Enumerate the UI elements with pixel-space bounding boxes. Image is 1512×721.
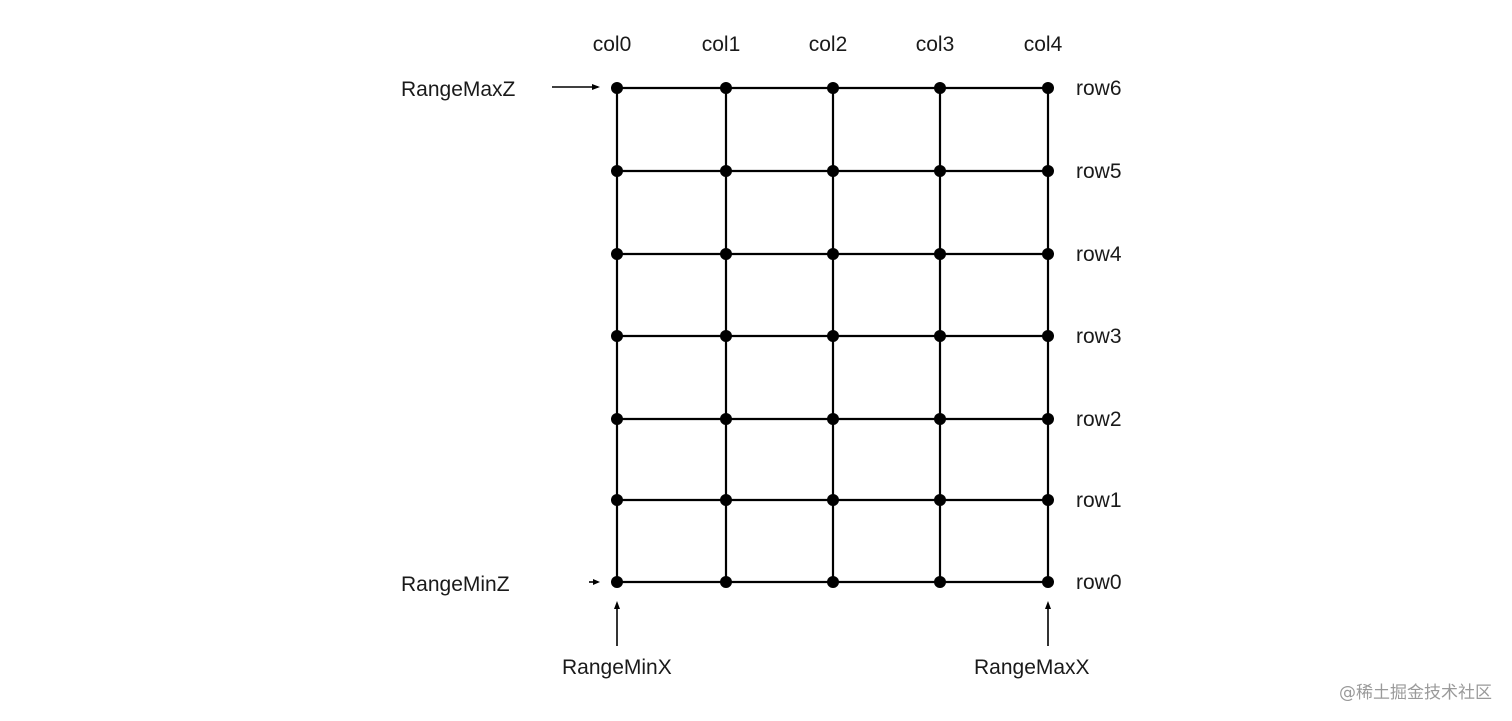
- grid-node-col1-row3: [720, 330, 732, 342]
- range-max-z-arrowhead: [592, 84, 600, 90]
- grid-node-col4-row0: [1042, 576, 1054, 588]
- grid-node-col2-row1: [827, 494, 839, 506]
- grid-node-col0-row0: [611, 576, 623, 588]
- grid-node-col2-row6: [827, 82, 839, 94]
- grid-node-col4-row2: [1042, 413, 1054, 425]
- grid-node-col1-row5: [720, 165, 732, 177]
- grid-node-col0-row5: [611, 165, 623, 177]
- grid-node-col4-row3: [1042, 330, 1054, 342]
- grid-node-col0-row4: [611, 248, 623, 260]
- grid-node-col1-row4: [720, 248, 732, 260]
- range-min-x-arrowhead: [614, 601, 620, 609]
- grid-node-col3-row0: [934, 576, 946, 588]
- grid-node-col1-row6: [720, 82, 732, 94]
- grid-node-col4-row4: [1042, 248, 1054, 260]
- column-labels: col0 col1 col2 col3 col4: [593, 33, 1063, 56]
- watermark-text: @稀土掘金技术社区: [1339, 683, 1492, 703]
- grid-node-col0-row3: [611, 330, 623, 342]
- grid-node-col2-row3: [827, 330, 839, 342]
- range-min-x-label: RangeMinX: [562, 656, 672, 679]
- grid-node-col4-row1: [1042, 494, 1054, 506]
- grid-node-col0-row2: [611, 413, 623, 425]
- column-label-col1: col1: [702, 33, 741, 56]
- grid-node-col3-row2: [934, 413, 946, 425]
- column-label-col2: col2: [809, 33, 848, 56]
- grid-node-col3-row1: [934, 494, 946, 506]
- grid-node-col2-row4: [827, 248, 839, 260]
- column-label-col3: col3: [916, 33, 955, 56]
- row-label-row2: row2: [1076, 408, 1122, 431]
- row-label-row6: row6: [1076, 77, 1122, 100]
- grid-node-col3-row5: [934, 165, 946, 177]
- row-label-row1: row1: [1076, 489, 1122, 512]
- grid-node-col4-row5: [1042, 165, 1054, 177]
- grid-node-col3-row3: [934, 330, 946, 342]
- row-label-row3: row3: [1076, 325, 1122, 348]
- grid-node-col2-row5: [827, 165, 839, 177]
- row-labels: row6 row5 row4 row3 row2 row1 row0: [1076, 77, 1122, 594]
- grid-node-col4-row6: [1042, 82, 1054, 94]
- row-label-row4: row4: [1076, 243, 1122, 266]
- grid-node-col3-row4: [934, 248, 946, 260]
- grid-node-col3-row6: [934, 82, 946, 94]
- grid-node-col2-row0: [827, 576, 839, 588]
- row-label-row5: row5: [1076, 160, 1122, 183]
- range-max-x-label: RangeMaxX: [974, 656, 1090, 679]
- grid-node-col0-row6: [611, 82, 623, 94]
- row-label-row0: row0: [1076, 571, 1122, 594]
- range-max-x-arrowhead: [1045, 601, 1051, 609]
- grid-node-col1-row1: [720, 494, 732, 506]
- range-min-z-label: RangeMinZ: [401, 573, 510, 596]
- grid-node-col2-row2: [827, 413, 839, 425]
- column-label-col4: col4: [1024, 33, 1063, 56]
- range-min-z-arrowhead: [593, 579, 600, 585]
- grid-node-col0-row1: [611, 494, 623, 506]
- grid-node-col1-row0: [720, 576, 732, 588]
- range-max-z-label: RangeMaxZ: [401, 78, 516, 101]
- grid-node-col1-row2: [720, 413, 732, 425]
- column-label-col0: col0: [593, 33, 632, 56]
- grid-nodes: [611, 82, 1054, 588]
